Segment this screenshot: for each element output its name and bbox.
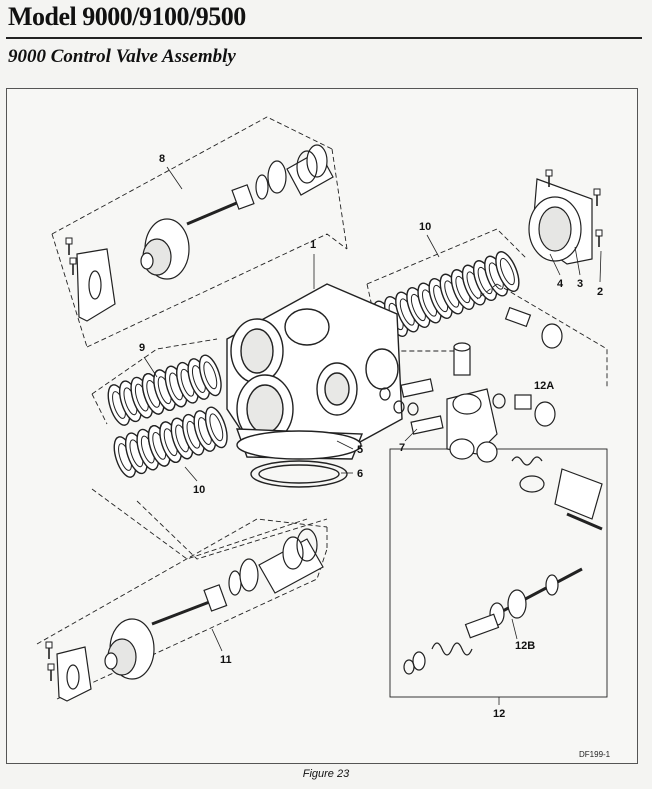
assembly-12-box xyxy=(389,283,608,698)
callout-2: 2 xyxy=(597,286,603,298)
assembly-8-parts xyxy=(65,144,334,322)
assembly-10-lower-dashed-group xyxy=(91,488,308,560)
callout-6: 6 xyxy=(357,468,363,480)
callout-12: 12 xyxy=(493,708,505,720)
assembly-11-parts xyxy=(45,528,324,702)
diagram-drawing: 8 4 3 2 10 xyxy=(36,116,611,759)
callout-10-upper: 10 xyxy=(419,221,431,233)
callout-8: 8 xyxy=(159,153,165,165)
title-divider xyxy=(6,37,642,39)
callout-4: 4 xyxy=(557,278,564,290)
callout-3: 3 xyxy=(577,278,583,290)
assembly-8-dashed-group xyxy=(51,116,348,348)
callout-12a: 12A xyxy=(534,380,554,392)
exploded-diagram: 8 4 3 2 10 xyxy=(6,88,638,764)
page-title: Model 9000/9100/9500 xyxy=(8,2,246,31)
assembly-12-parts xyxy=(379,306,603,675)
callout-11: 11 xyxy=(220,654,232,666)
callout-9: 9 xyxy=(139,342,145,354)
assembly-9-dashed-group xyxy=(91,338,218,425)
callout-1: 1 xyxy=(310,239,316,251)
page-subtitle: 9000 Control Valve Assembly xyxy=(8,46,236,67)
drawing-code: DF199-1 xyxy=(579,750,611,759)
figure-caption: Figure 23 xyxy=(302,768,350,780)
end-plate-parts xyxy=(528,169,603,265)
callout-5: 5 xyxy=(357,444,363,456)
assembly-11-dashed-group xyxy=(36,500,328,700)
callout-10-lower: 10 xyxy=(193,484,205,496)
base-o-ring xyxy=(250,460,348,488)
callout-12b: 12B xyxy=(515,640,535,652)
valve-body xyxy=(226,283,403,460)
callout-7: 7 xyxy=(399,442,405,454)
